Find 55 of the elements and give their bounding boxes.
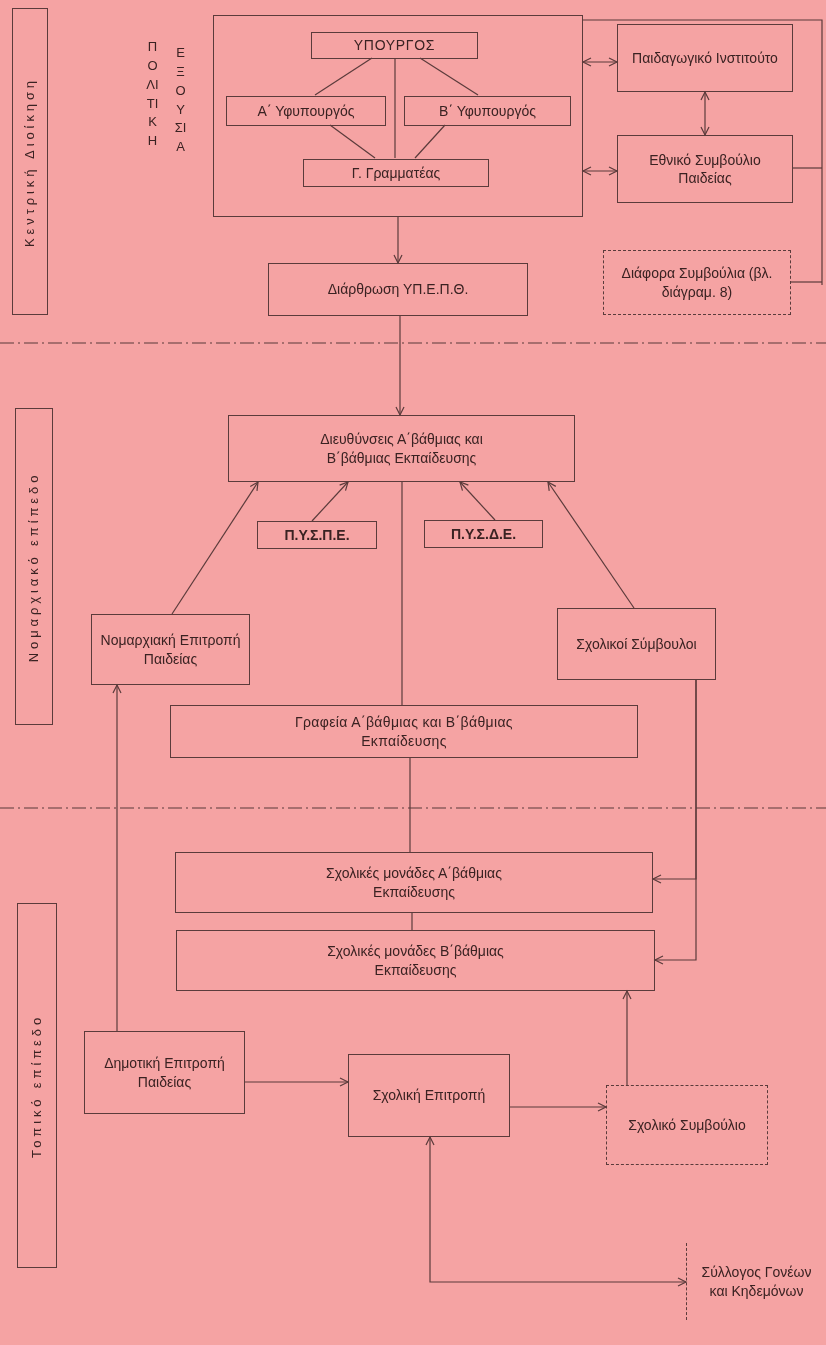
process-box: Σχολικό Συμβούλιο [606, 1085, 768, 1165]
vertical-heading: ΕΞΟΥΣΙΑ [174, 44, 187, 157]
arrow [395, 315, 405, 416]
process-box: Α΄ Υφυπουργός [226, 96, 386, 126]
process-box: Γραφεία Α΄βάθμιας και Β΄βάθμιας Εκπαίδευσης [170, 705, 638, 758]
arrow [171, 481, 259, 615]
arrow [547, 481, 635, 609]
connector-line [329, 124, 376, 159]
arrow [582, 57, 618, 67]
arrow [654, 679, 697, 965]
process-box: Σύλλογος Γονέων και Κηδεμόνων [686, 1243, 826, 1320]
connector-line [411, 912, 413, 931]
process-box: Σχολική Επιτροπή [348, 1054, 510, 1137]
connector-line [419, 57, 479, 96]
band-label: Νομαρχιακό επίπεδο [25, 471, 43, 662]
process-box: Δημοτική Επιτροπή Παιδείας [84, 1031, 245, 1114]
arrow [509, 1102, 607, 1112]
connector-line [314, 57, 373, 96]
arrow [244, 1077, 349, 1087]
band-label: Κεντρική Διοίκηση [21, 76, 39, 247]
process-box: Σχολικές μονάδες Α΄βάθμιας Εκπαίδευσης [175, 852, 653, 913]
process-box: Νομαρχιακή Επιτροπή Παιδείας [91, 614, 250, 685]
connector-line [409, 757, 411, 853]
arrow [425, 1136, 687, 1287]
process-box: Γ. Γραμματέας [303, 159, 489, 187]
connector-line [792, 167, 823, 169]
process-box: Π.Υ.Σ.Δ.Ε. [424, 520, 543, 548]
arrow [311, 481, 349, 522]
process-box: Σχολικές μονάδες Β΄βάθμιας Εκπαίδευσης [176, 930, 655, 991]
process-box: Σχολικοί Σύμβουλοι [557, 608, 716, 680]
level-band [15, 408, 53, 725]
connector-line [582, 19, 823, 286]
vertical-heading: ΠΟΛΙΤΙΚΗ [146, 38, 159, 151]
process-box: Διάρθρωση ΥΠ.Ε.Π.Θ. [268, 263, 528, 316]
group-box [213, 15, 583, 217]
arrow [112, 684, 122, 1032]
process-box: Εθνικό Συμβούλιο Παιδείας [617, 135, 793, 203]
band-label: Τοπικό επίπεδο [28, 1013, 46, 1158]
arrow [393, 216, 403, 264]
process-box: Β΄ Υφυπουργός [404, 96, 571, 126]
process-box: Παιδαγωγικό Ινστιτούτο [617, 24, 793, 92]
connector-line [394, 57, 396, 159]
process-box: Διευθύνσεις Α΄βάθμιας και Β΄βάθμιας Εκπαίδευσης [228, 415, 575, 482]
connector-line [790, 281, 823, 283]
process-box: ΥΠΟΥΡΓΟΣ [311, 32, 478, 59]
connector-line [401, 481, 403, 706]
process-box: Π.Υ.Σ.Π.Ε. [257, 521, 377, 549]
connector-line [414, 124, 446, 159]
process-box: Διάφορα Συμβούλια (βλ. διάγραμ. 8) [603, 250, 791, 315]
level-band [17, 903, 57, 1268]
arrow [700, 91, 710, 136]
arrow [459, 481, 496, 521]
level-band [12, 8, 48, 315]
arrow [582, 166, 618, 176]
arrow [622, 990, 632, 1086]
